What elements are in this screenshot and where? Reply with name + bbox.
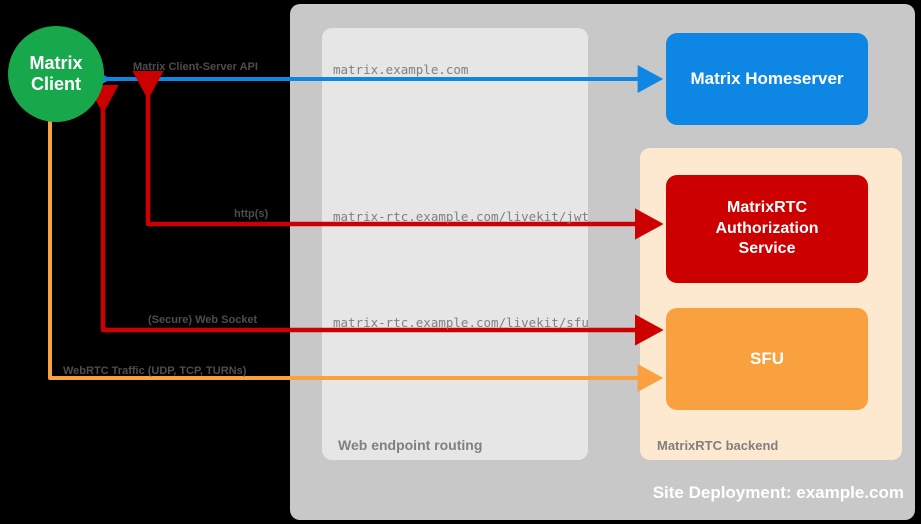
edge-label-webrtc-traffic: WebRTC Traffic (UDP, TCP, TURNs) xyxy=(63,365,247,377)
node-matrixrtc-authorization-service[interactable]: MatrixRTC Authorization Service xyxy=(666,175,868,283)
endpoint-matrix-example-com: matrix.example.com xyxy=(333,62,469,77)
matrix-client-label-line1: Matrix xyxy=(29,53,83,74)
node-matrix-homeserver[interactable]: Matrix Homeserver xyxy=(666,33,868,125)
edge-label-websocket: (Secure) Web Socket xyxy=(148,314,258,326)
web-endpoint-routing-label: Web endpoint routing xyxy=(338,437,483,453)
matrix-client-label-line2: Client xyxy=(30,74,81,94)
web-endpoint-routing-container xyxy=(322,28,588,460)
endpoint-livekit-jwt: matrix-rtc.example.com/livekit/jwt xyxy=(333,209,589,224)
matrixrtc-backend-label: MatrixRTC backend xyxy=(657,438,779,453)
node-matrix-client[interactable]: Matrix Client xyxy=(8,26,104,122)
node-sfu[interactable]: SFU xyxy=(666,308,868,410)
site-deployment-title: Site Deployment: example.com xyxy=(652,483,904,502)
edge-label-matrix-client-server-api: Matrix Client-Server API xyxy=(133,61,258,73)
edge-label-https: http(s) xyxy=(234,208,269,220)
endpoint-livekit-sfu: matrix-rtc.example.com/livekit/sfu xyxy=(333,315,589,330)
